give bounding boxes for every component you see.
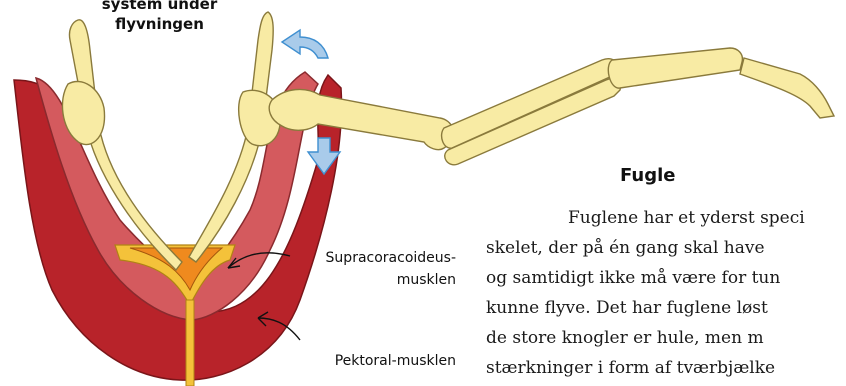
right-carpometacarpus-bone (608, 48, 742, 88)
article-line: de store knogler er hule, men m (486, 323, 846, 353)
diagram-heading: system under flyvningen (72, 0, 247, 34)
supracoracoideus-label-line-2: musklen (280, 269, 456, 291)
wing-up-arrow-icon (282, 30, 328, 58)
article-title: Fugle (620, 165, 675, 186)
diagram-heading-line-1: system under (72, 0, 247, 14)
article-line: kunne flyve. Det har fuglene løst (486, 293, 846, 323)
article-line: stærkninger i form af tværbjælke (486, 353, 846, 383)
keel-midline (186, 300, 194, 386)
right-digit-bone (740, 58, 834, 118)
supracoracoideus-label: Supracoracoideus- musklen (280, 247, 456, 291)
article-line: skelet, der på én gang skal have (486, 233, 846, 263)
article-line: Fuglene har et yderst speci (486, 203, 846, 233)
diagram-heading-line-2: flyvningen (72, 14, 247, 34)
supracoracoideus-label-line-1: Supracoracoideus- (280, 247, 456, 269)
article-line: og samtidigt ikke må være for tun (486, 263, 846, 293)
article-body: Fuglene har et yderst speci skelet, der … (486, 203, 846, 383)
pektoral-label: Pektoral-musklen (280, 350, 456, 372)
